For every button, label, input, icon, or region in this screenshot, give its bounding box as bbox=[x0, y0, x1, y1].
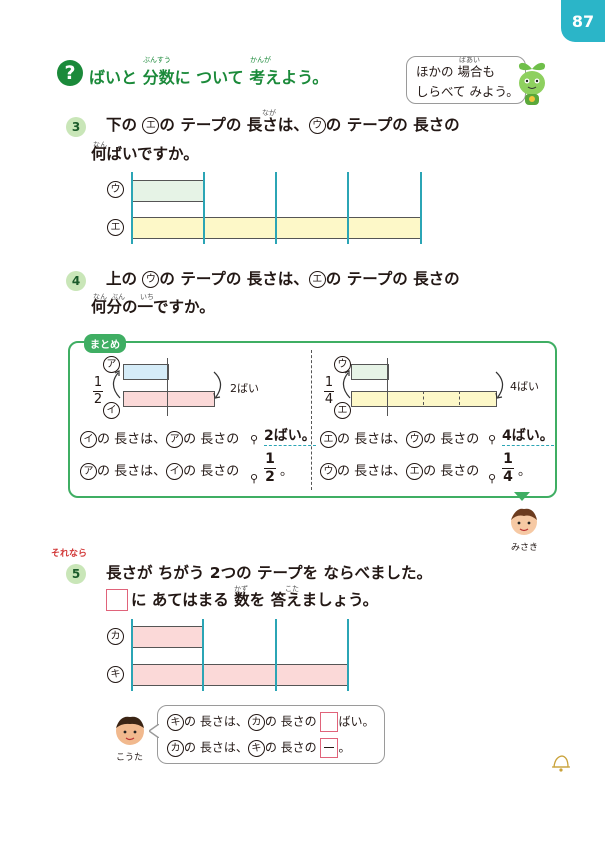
bubble-line-2: カの 長さは、キの 長さの 。 bbox=[167, 738, 351, 758]
right-arrow-up-icon bbox=[342, 370, 351, 399]
question-5-number: 5 bbox=[66, 564, 86, 584]
ruby-baai: ばあい bbox=[459, 56, 480, 64]
hint-line-1: ほかの 場合も bbox=[416, 64, 495, 79]
magnifier-icon: ⚲ bbox=[488, 472, 497, 485]
summary-right-sentence-1: エの 長さは、ウの 長さの bbox=[320, 428, 479, 448]
tape-e-long bbox=[351, 391, 497, 407]
summary-right-answer-1: 4ばい。 bbox=[502, 425, 554, 446]
q5-ruby-kazu: かず bbox=[234, 585, 248, 593]
q5-ruby-kota: こた bbox=[285, 585, 299, 593]
q3-ruby-naga: なが bbox=[262, 109, 276, 117]
tape-label-ki: キ bbox=[107, 666, 124, 683]
q3-ruby-nan: なん bbox=[93, 141, 107, 149]
tick-1 bbox=[203, 172, 205, 244]
question-3-line-2: 何ばいですか。 bbox=[91, 145, 199, 163]
page-number: 87 bbox=[561, 0, 605, 42]
kouta-avatar-icon bbox=[116, 716, 144, 745]
tape-label-e: エ bbox=[107, 219, 124, 236]
sorenara-tag: それなら bbox=[51, 549, 88, 559]
tape-i bbox=[123, 391, 215, 407]
ruby-kangae: かんが bbox=[250, 56, 271, 64]
question-3-number: 3 bbox=[66, 117, 86, 137]
summary-left-answer-1: 2ばい。 bbox=[264, 425, 316, 446]
label-u-circle: ウ bbox=[308, 117, 326, 134]
magnifier-icon: ⚲ bbox=[488, 433, 497, 446]
label-e-circle: エ bbox=[142, 117, 160, 134]
tape-e bbox=[131, 217, 422, 239]
q4-ruby-ichi: いち bbox=[140, 293, 154, 301]
sprout-mascot-icon bbox=[518, 62, 546, 105]
summary-left-sentence-1: イの 長さは、アの 長さの bbox=[80, 428, 239, 448]
tape-u-small bbox=[351, 364, 389, 380]
bubble-line-1: キの 長さは、カの 長さの ばい。 bbox=[167, 712, 375, 732]
kouta-name: こうた bbox=[116, 753, 144, 763]
summary-left-sentence-2: アの 長さは、イの 長さの bbox=[80, 460, 239, 480]
answer-box-icon bbox=[106, 589, 128, 611]
tick-4 bbox=[420, 172, 422, 244]
summary-pointer bbox=[514, 492, 530, 501]
magnifier-icon: ⚲ bbox=[250, 433, 259, 446]
hint-bubble: ほかの 場合も しらべて みよう。 bbox=[406, 56, 526, 104]
question-4-line-1: 上の ウの テープの 長さは、エの テープの 長さの bbox=[106, 270, 460, 288]
left-arrow-down-icon bbox=[213, 371, 222, 399]
question-4-number: 4 bbox=[66, 271, 86, 291]
answer-box-2[interactable] bbox=[320, 738, 339, 758]
misaki-avatar-icon bbox=[511, 508, 537, 535]
tape-label-u: ウ bbox=[107, 181, 124, 198]
page-heading: ばいと 分数に ついて 考えよう。 bbox=[89, 68, 329, 87]
summary-divider bbox=[311, 350, 312, 490]
question-mark-icon: ? bbox=[57, 60, 83, 86]
left-arrow-up-icon bbox=[112, 370, 121, 399]
question-4-line-2: 何分の一ですか。 bbox=[91, 298, 215, 316]
tape-u bbox=[131, 180, 205, 202]
bell-icon bbox=[552, 755, 570, 772]
magnifier-icon: ⚲ bbox=[250, 472, 259, 485]
ruby-bunsuu: ぶんすう bbox=[143, 56, 171, 64]
summary-tag: まとめ bbox=[84, 334, 126, 353]
tape-a bbox=[123, 364, 169, 380]
q4-ruby-bun: ぶん bbox=[111, 293, 125, 301]
question-3-line-1: 下の エの テープの 長さは、ウの テープの 長さの bbox=[106, 116, 460, 134]
question-5-line-1: 長さが ちがう 2つの テープを ならべました。 bbox=[106, 564, 432, 582]
misaki-name: みさき bbox=[511, 543, 539, 553]
answer-box-1[interactable] bbox=[320, 712, 339, 732]
summary-right-sentence-2: ウの 長さは、エの 長さの bbox=[320, 460, 479, 480]
kouta-speech-bubble bbox=[157, 705, 385, 764]
tape-label-ka: カ bbox=[107, 628, 124, 645]
tape-ki bbox=[131, 664, 349, 686]
tick-3 bbox=[347, 172, 349, 244]
tick-2 bbox=[275, 172, 277, 244]
hint-line-2: しらべて みよう。 bbox=[416, 84, 519, 99]
tape-ka bbox=[131, 626, 204, 648]
tick-0 bbox=[131, 172, 133, 244]
q4-ruby-nan: なん bbox=[93, 293, 107, 301]
right-arrow-down-icon bbox=[495, 371, 504, 399]
question-5-line-2: に あてはまる 数を 答えましょう。 bbox=[131, 591, 379, 609]
